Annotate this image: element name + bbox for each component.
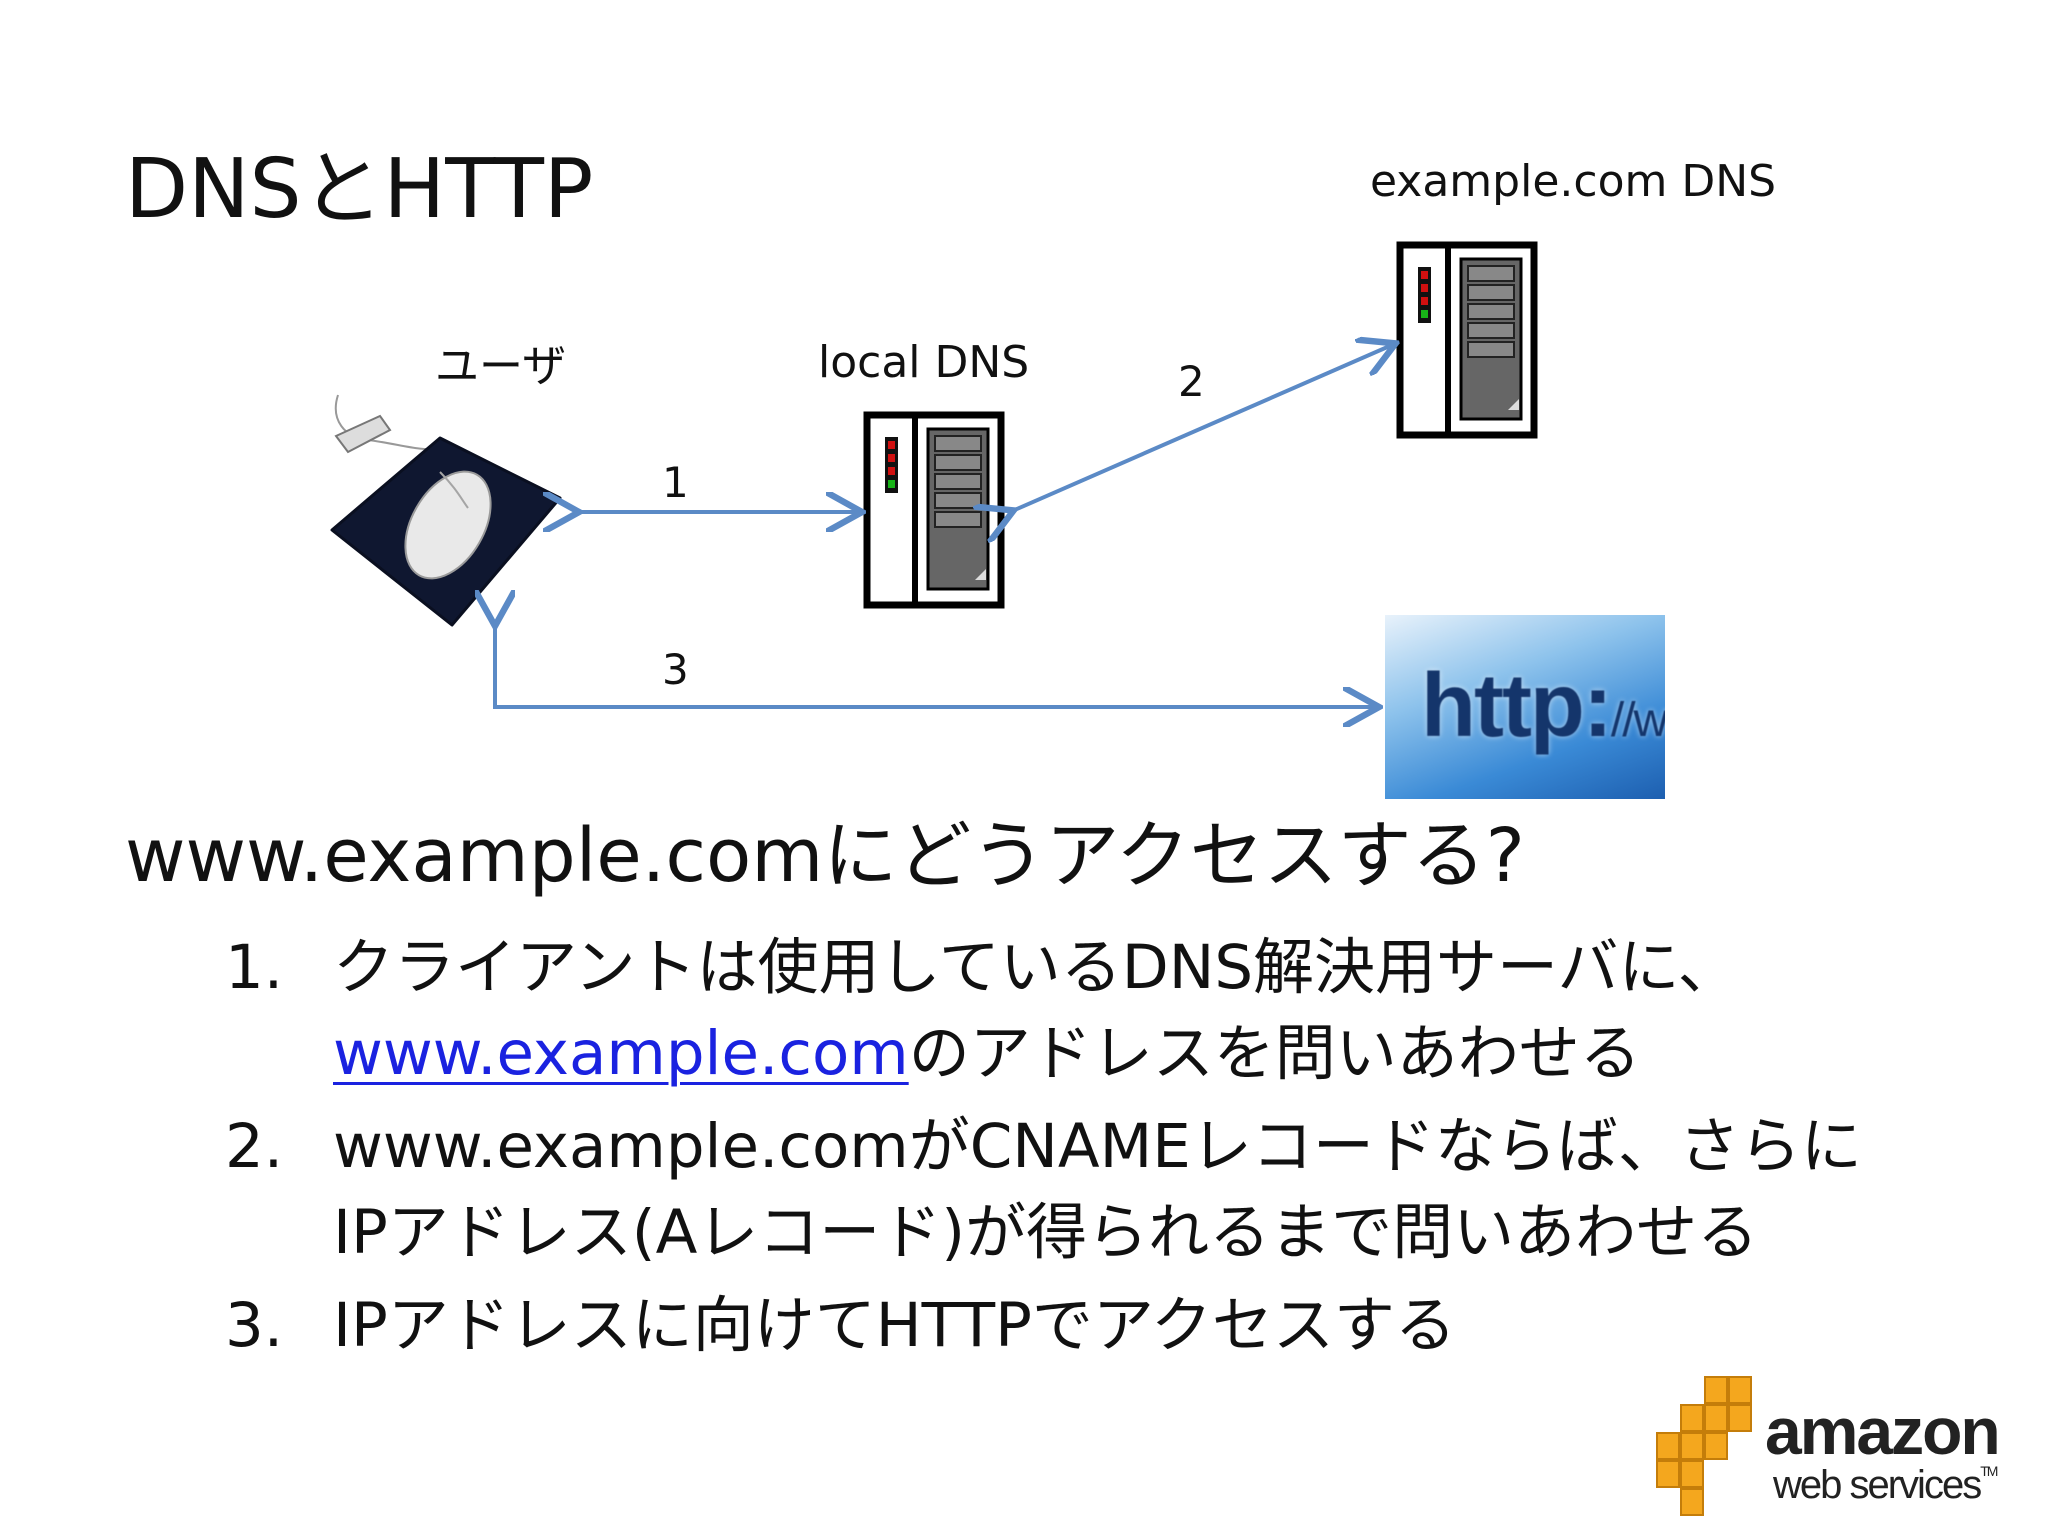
remote-dns-label: example.com DNS <box>1370 156 1777 207</box>
aws-cubes-icon <box>1656 1376 1752 1516</box>
step-2-continuation: IPアドレス(Aレコード)が得られるまで問いあわせる <box>333 1197 1759 1268</box>
step-1-continuation: www.example.comのアドレスを問いあわせる <box>333 1011 1641 1097</box>
step-text: クライアントは使用しているDNS解決用サーバに、 <box>333 932 1739 1003</box>
arrow-2-label: 2 <box>1178 357 1205 406</box>
question-heading: www.example.comにどうアクセスする? <box>125 813 1525 899</box>
step-number: 3. <box>225 1290 284 1361</box>
step-number: 1. <box>225 932 284 1003</box>
http-image-suffix: //www <box>1610 694 1665 747</box>
local-dns-server-icon <box>863 411 1005 609</box>
http-image: http://www <box>1385 615 1665 799</box>
aws-logo-webservices: web servicesTM <box>1773 1463 1998 1507</box>
user-label: ユーザ <box>435 341 567 392</box>
remote-dns-server-icon <box>1396 241 1538 439</box>
step-3: 3. IPアドレスに向けてHTTPでアクセスする <box>225 1283 1456 1369</box>
step-text: IPアドレスに向けてHTTPでアクセスする <box>333 1290 1456 1361</box>
arrow-3 <box>495 622 1375 707</box>
arrow-2 <box>1010 345 1392 512</box>
arrow-1-label: 1 <box>662 458 689 507</box>
http-image-main: http: <box>1421 656 1613 756</box>
step-1: 1. クライアントは使用しているDNS解決用サーバに、 <box>225 925 1739 1011</box>
arrow-3-label: 3 <box>662 645 689 694</box>
aws-logo: amazon web servicesTM <box>1655 1375 2025 1525</box>
step-text: のアドレスを問いあわせる <box>908 1018 1641 1089</box>
aws-logo-amazon: amazon <box>1765 1394 2001 1468</box>
dns-http-diagram <box>330 241 1538 820</box>
step-number: 2. <box>225 1111 284 1182</box>
http-image-text: http://www <box>1421 655 1665 758</box>
slide-title: DNSとHTTP <box>125 142 594 237</box>
step-2: 2. www.example.comがCNAMEレコードならば、さらに <box>225 1104 1862 1190</box>
step-text: www.example.comがCNAMEレコードならば、さらに <box>333 1111 1862 1182</box>
example-link[interactable]: www.example.com <box>333 1018 909 1089</box>
user-mouse-icon <box>330 394 562 627</box>
local-dns-label: local DNS <box>818 337 1030 388</box>
